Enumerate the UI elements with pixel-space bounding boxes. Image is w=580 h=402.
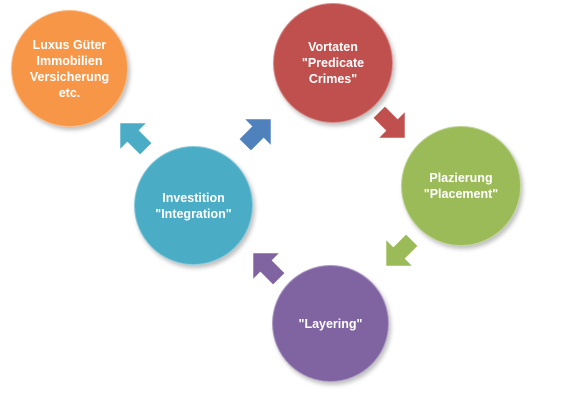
node-luxus-gueter: Luxus Güter Immobilien Versicherung etc. bbox=[11, 10, 128, 127]
node-plazierung-label: Plazierung "Placement" bbox=[423, 171, 499, 201]
arrow-investition-to-luxus-icon bbox=[105, 108, 162, 165]
node-vortaten: Vortaten "Predicate Crimes" bbox=[273, 3, 393, 123]
node-layering-label: "Layering" bbox=[298, 316, 363, 331]
arrow-layering-to-investition-icon bbox=[238, 238, 295, 295]
arrow-plazierung-to-layering-icon bbox=[371, 225, 428, 282]
node-investition: Investition "Integration" bbox=[134, 146, 253, 265]
node-plazierung: Plazierung "Placement" bbox=[401, 126, 521, 246]
node-investition-label: Investition "Integration" bbox=[155, 190, 232, 221]
arrow-investition-to-vortaten-icon bbox=[230, 104, 287, 161]
node-layering: "Layering" bbox=[272, 265, 389, 382]
node-vortaten-label: Vortaten "Predicate Crimes" bbox=[301, 40, 365, 86]
node-luxus-gueter-label: Luxus Güter Immobilien Versicherung etc. bbox=[29, 37, 110, 100]
arrow-vortaten-to-plazierung-icon bbox=[364, 97, 421, 154]
